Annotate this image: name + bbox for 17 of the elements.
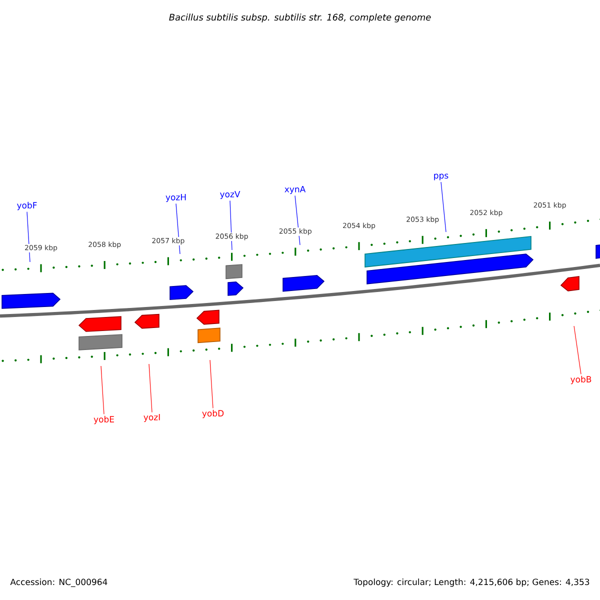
gene-label: pps <box>434 174 448 180</box>
footer-text: Accession: NC_000964 <box>10 578 108 588</box>
gene-label: yozH <box>166 194 186 202</box>
leader-line <box>100 366 104 414</box>
gene-label: yobE <box>94 416 114 424</box>
gene-label: xynA <box>284 186 306 194</box>
gene-label: yozV <box>220 191 240 199</box>
gene-label: yobF <box>17 202 37 210</box>
gene-label: yobD <box>202 410 224 418</box>
leader-line <box>440 182 446 232</box>
leader-line <box>210 360 214 408</box>
footer-text: Topology: circular; Length: 4,215,606 bp; Genes: 4,353 <box>354 578 590 587</box>
gene-label: yozI <box>144 414 160 422</box>
gene-label: yobB <box>570 376 592 384</box>
leader-line <box>574 326 582 374</box>
leader-line <box>148 364 152 413</box>
title: Bacillus subtilis subsp. subtilis str. 168, complete genome <box>169 14 431 22</box>
